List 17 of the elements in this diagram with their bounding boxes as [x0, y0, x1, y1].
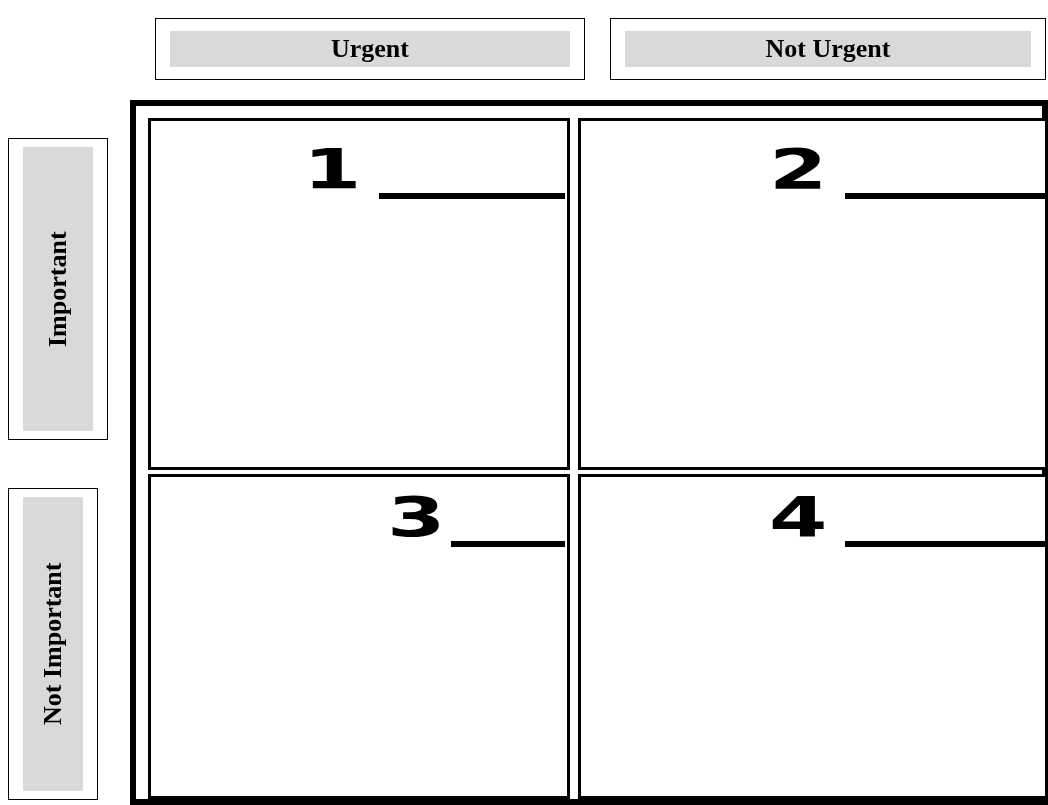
- header-label: Not Important: [23, 497, 83, 791]
- quadrant-number: 2: [769, 141, 828, 197]
- header-label: Not Urgent: [625, 31, 1031, 67]
- quadrant-cell: [148, 474, 570, 799]
- quadrant-number: 1: [303, 141, 362, 197]
- quadrant-cell: [578, 118, 1048, 470]
- matrix-frame: [130, 100, 1048, 805]
- quadrant-number: 3: [387, 489, 446, 545]
- quadrant-cell: [578, 474, 1048, 799]
- column-header-box: [155, 18, 585, 80]
- row-header-box: [8, 138, 108, 440]
- header-label: Urgent: [170, 31, 570, 67]
- header-label: Important: [23, 147, 93, 431]
- row-header-box: [8, 488, 98, 800]
- quadrant-number: 4: [769, 489, 828, 545]
- quadrant-cell: [148, 118, 570, 470]
- column-header-box: [610, 18, 1046, 80]
